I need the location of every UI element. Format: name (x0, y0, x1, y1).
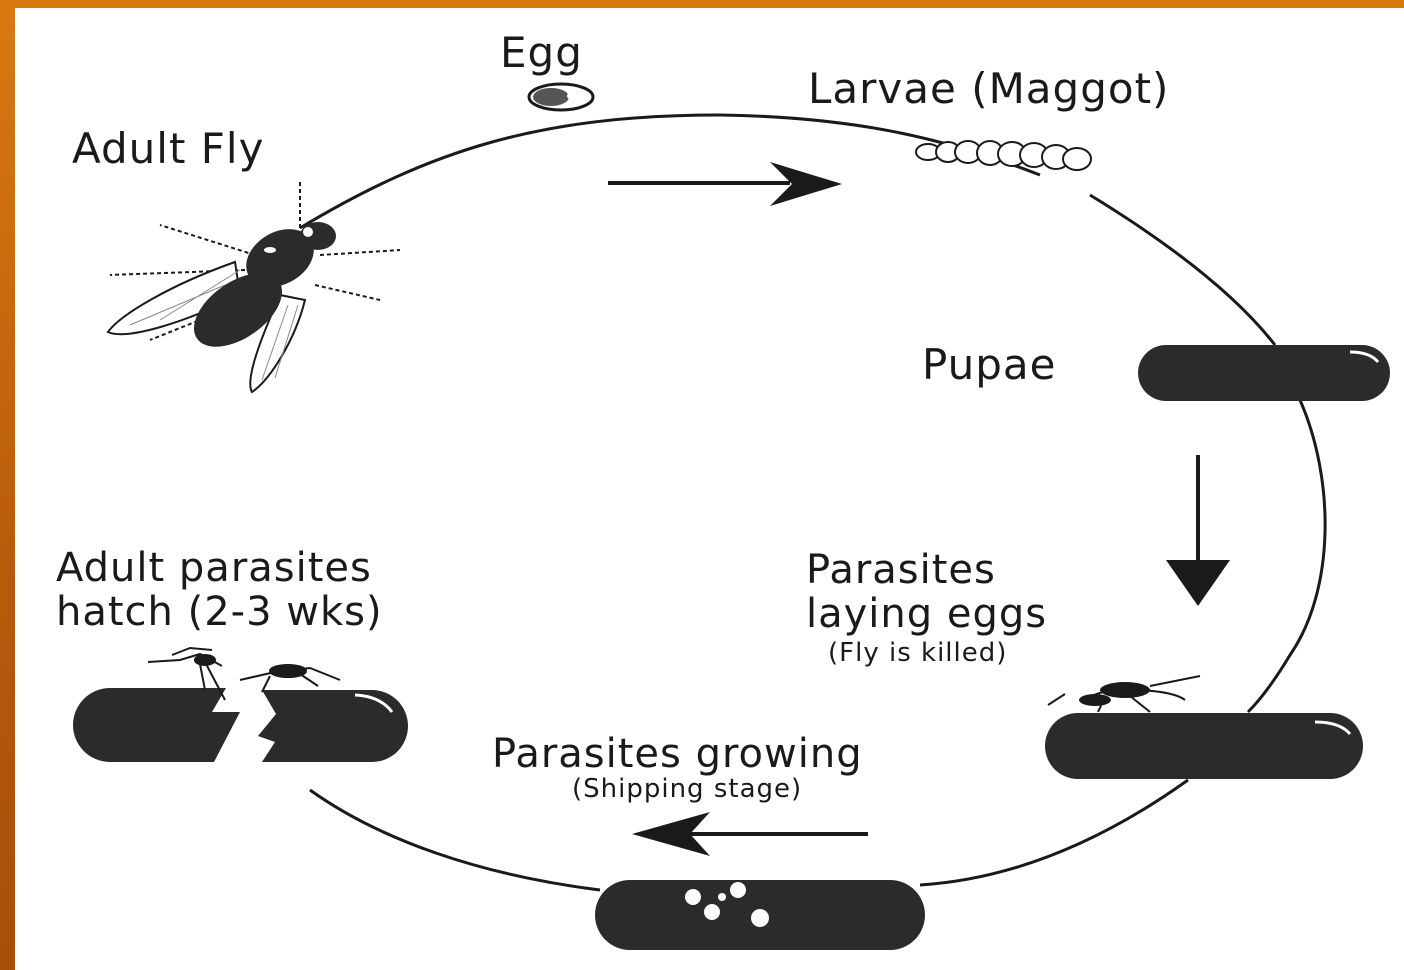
fly-icon (108, 180, 400, 392)
label-parasites-growing: Parasites growing (492, 732, 863, 776)
pupa-parasites-growing (595, 880, 925, 950)
arrow-right-icon (608, 162, 842, 206)
label-pupae: Pupae (922, 340, 1056, 389)
pupa-parasite-laying (1045, 676, 1363, 779)
label-adult-parasites-2: hatch (2-3 wks) (56, 590, 383, 634)
label-shipping-stage: (Shipping stage) (572, 774, 802, 804)
pupa-parasites-hatched (73, 648, 408, 762)
ring-segment-bottom-left (310, 790, 600, 890)
label-parasites-laying-2: laying eggs (806, 592, 1047, 636)
larva-icon (916, 141, 1091, 170)
label-egg: Egg (500, 28, 583, 77)
label-larvae: Larvae (Maggot) (808, 64, 1169, 113)
ring-segment-right-lower (1248, 400, 1325, 712)
label-adult-fly: Adult Fly (72, 124, 264, 173)
arrow-down-icon (1166, 455, 1230, 606)
ring-segment-top (300, 115, 1040, 228)
label-adult-parasites-1: Adult parasites (56, 546, 372, 590)
ring-segment-right-upper (1090, 195, 1275, 345)
pupa-icon (1138, 345, 1390, 401)
egg-icon (529, 84, 593, 110)
arrow-left-icon (632, 812, 868, 856)
label-parasites-laying-1: Parasites (806, 548, 996, 592)
label-fly-killed: (Fly is killed) (828, 638, 1007, 668)
parasite-wasp-icon (1048, 676, 1200, 712)
ring-segment-bottom-right (920, 780, 1188, 885)
